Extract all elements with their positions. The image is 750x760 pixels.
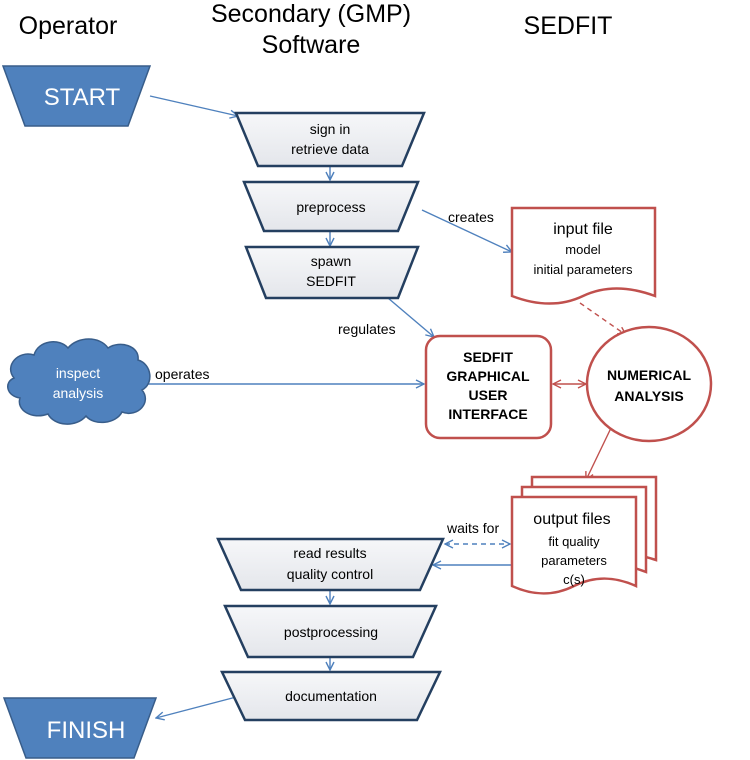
numerical-label-line2: ANALYSIS	[614, 388, 684, 404]
finish-node: FINISH	[2, 697, 158, 759]
input-file-line1: model	[565, 242, 601, 257]
spawn-label-line1: spawn	[311, 253, 351, 269]
edge-label-creates: creates	[448, 209, 494, 225]
sign-in-label-line1: sign in	[310, 121, 350, 137]
output-files-node: output files fit quality parameters c(s)	[510, 475, 658, 595]
column-title-software-line2: Software	[262, 31, 361, 59]
read-results-line2: quality control	[287, 566, 373, 582]
numerical-label-line1: NUMERICAL	[607, 367, 691, 383]
start-node: START	[1, 65, 152, 127]
output-files-line3: c(s)	[563, 572, 585, 587]
gui-label-line3: USER	[469, 387, 508, 403]
edge-inputfile-to-numerical	[579, 302, 626, 335]
edge-label-waits-for: waits for	[446, 520, 499, 536]
postprocessing-label: postprocessing	[284, 624, 378, 640]
edge-start-to-signin	[149, 95, 238, 116]
output-files-line1: fit quality	[548, 534, 600, 549]
read-results-node: read results quality control	[216, 537, 445, 592]
column-title-operator: Operator	[19, 12, 118, 40]
sign-in-label-line2: retrieve data	[291, 141, 369, 157]
preprocess-label: preprocess	[296, 199, 365, 215]
spawn-sedfit-node: spawn SEDFIT	[244, 245, 420, 300]
sedfit-gui-node: SEDFIT GRAPHICAL USER INTERFACE	[424, 334, 553, 440]
gui-label-line4: INTERFACE	[448, 406, 527, 422]
column-title-software-line1: Secondary (GMP)	[211, 0, 411, 28]
sign-in-node: sign in retrieve data	[234, 111, 426, 168]
postprocessing-node: postprocessing	[223, 604, 438, 659]
edge-spawn-to-gui	[387, 297, 434, 337]
gui-label-line2: GRAPHICAL	[446, 368, 530, 384]
documentation-label: documentation	[285, 688, 377, 704]
edge-documentation-to-finish	[156, 695, 241, 718]
inspect-label-line2: analysis	[53, 385, 104, 401]
column-title-sedfit: SEDFIT	[524, 12, 613, 40]
read-results-line1: read results	[293, 545, 366, 561]
edge-label-operates: operates	[155, 366, 209, 382]
edge-numerical-to-outputfiles	[586, 427, 612, 480]
preprocess-node: preprocess	[242, 180, 420, 233]
edge-preprocess-to-inputfile	[421, 209, 512, 252]
numerical-analysis-node: NUMERICAL ANALYSIS	[585, 325, 713, 443]
finish-label: FINISH	[47, 717, 126, 744]
input-file-title: input file	[553, 221, 613, 238]
edge-label-regulates: regulates	[338, 321, 396, 337]
input-file-line2: initial parameters	[534, 262, 633, 277]
output-files-line2: parameters	[541, 553, 607, 568]
documentation-node: documentation	[220, 670, 442, 722]
inspect-label-line1: inspect	[56, 365, 100, 381]
start-label: START	[44, 84, 121, 111]
gui-label-line1: SEDFIT	[463, 349, 513, 365]
spawn-label-line2: SEDFIT	[306, 273, 356, 289]
output-files-title: output files	[533, 511, 610, 528]
input-file-node: input file model initial parameters	[510, 206, 657, 305]
inspect-analysis-node: inspect analysis	[7, 338, 151, 425]
